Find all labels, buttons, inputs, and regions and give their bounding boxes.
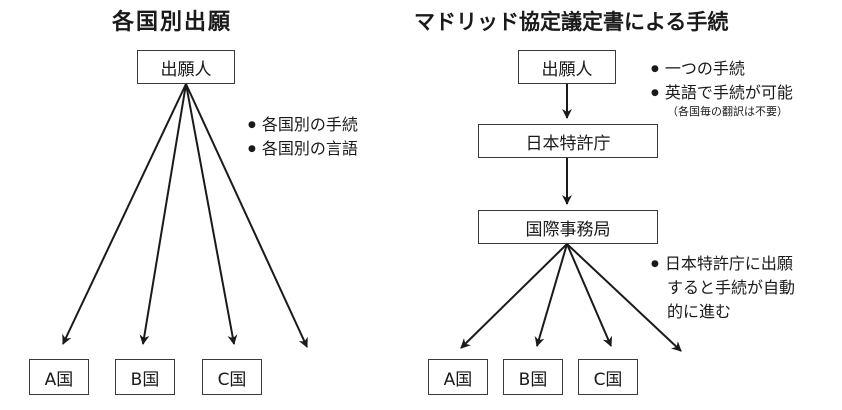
right-country-b: B国 bbox=[503, 359, 563, 395]
left-title: 各国別出願 bbox=[112, 10, 233, 35]
right-applicant-box: 出願人 bbox=[518, 50, 616, 84]
right-arrow-to-other bbox=[566, 243, 682, 352]
right-notes-bottom: 日本特許庁に出願 すると手続が自動 的に進む bbox=[651, 252, 795, 324]
right-note-auto-line2: すると手続が自動 bbox=[667, 278, 796, 297]
right-note-single-procedure: 一つの手続 bbox=[651, 57, 793, 81]
right-note-auto-line3: 的に進む bbox=[667, 302, 732, 321]
right-arrow-to-a bbox=[460, 243, 568, 349]
left-arrow-to-b bbox=[139, 83, 187, 345]
right-notes-top: 一つの手続 英語で手続が可能 （各国毎の翻訳は不要） bbox=[651, 57, 793, 119]
left-country-b: B国 bbox=[115, 359, 175, 395]
right-bureau-box: 国際事務局 bbox=[478, 210, 658, 244]
left-note-procedure: 各国別の手続 bbox=[248, 113, 358, 137]
left-country-c: C国 bbox=[202, 359, 262, 395]
right-country-a: A国 bbox=[428, 359, 488, 395]
left-note-language: 各国別の言語 bbox=[248, 137, 358, 161]
left-arrow-to-a bbox=[62, 83, 187, 345]
left-arrow-to-other bbox=[185, 83, 308, 348]
right-note-no-translation: （各国毎の翻訳は不要） bbox=[667, 105, 788, 118]
right-note-auto-line1: 日本特許庁に出願 bbox=[651, 252, 795, 276]
right-office-box: 日本特許庁 bbox=[478, 124, 658, 158]
left-applicant-box: 出願人 bbox=[137, 50, 235, 84]
right-arrow-to-b bbox=[534, 243, 568, 347]
right-note-english: 英語で手続が可能 bbox=[651, 81, 793, 105]
left-notes: 各国別の手続 各国別の言語 bbox=[248, 113, 358, 161]
right-title: マドリッド協定議定書による手続 bbox=[414, 10, 729, 34]
left-arrow-to-c bbox=[185, 83, 238, 345]
right-country-c: C国 bbox=[578, 359, 638, 395]
right-arrow-to-c bbox=[566, 243, 613, 347]
left-country-a: A国 bbox=[29, 359, 89, 395]
